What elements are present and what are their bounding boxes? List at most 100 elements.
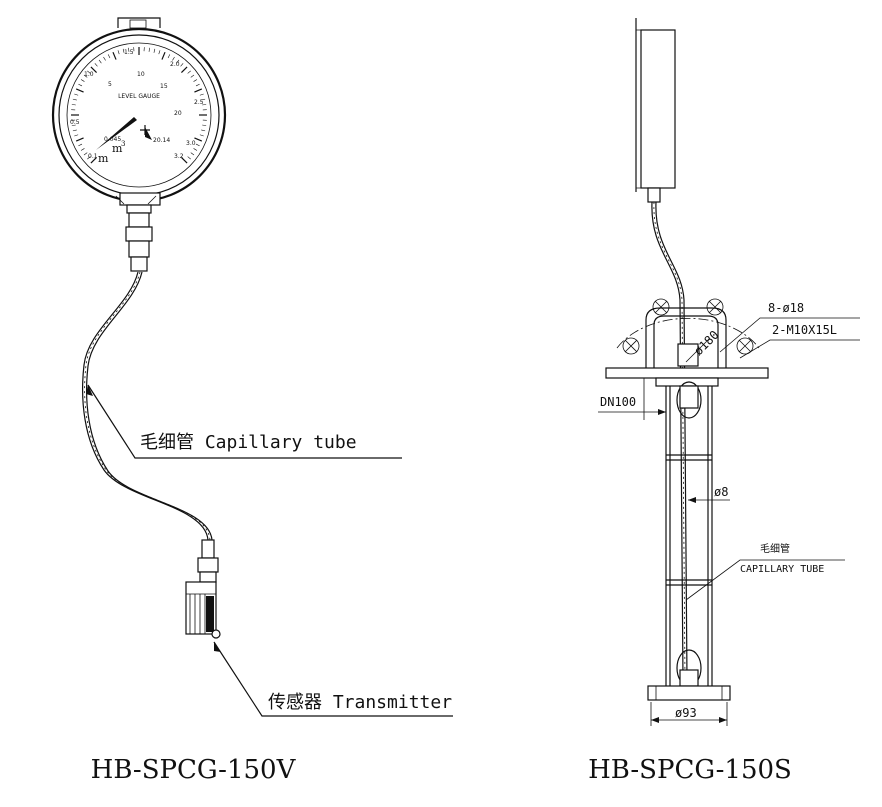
transmitter-leader-arrow xyxy=(214,642,221,652)
scale-tick xyxy=(194,137,203,142)
scale-tick xyxy=(75,88,84,93)
scale-tick xyxy=(181,66,188,73)
model-label-right: HB-SPCG-150S xyxy=(588,755,792,785)
tick-label: 2.0 xyxy=(170,61,180,68)
scale-tick xyxy=(94,63,98,67)
bottom-arrows xyxy=(651,717,727,723)
tick-label: 20 xyxy=(174,110,182,117)
pcd-leader xyxy=(685,337,711,363)
scale-tick xyxy=(201,98,206,101)
gauge-dial xyxy=(66,42,212,188)
gauge-fitting-lower xyxy=(128,240,150,258)
scale-tick xyxy=(80,148,85,151)
gauge-fitting xyxy=(128,212,150,228)
gauge-side-edges xyxy=(636,29,641,189)
scale-tick xyxy=(80,79,85,82)
scale-tick xyxy=(87,156,91,160)
gauge-hanger xyxy=(117,17,161,28)
scale-tick xyxy=(181,157,188,164)
dim-bottom: ø93 xyxy=(675,706,697,720)
gauge-side-view xyxy=(635,18,676,203)
gauge-unit-exponent: 3 xyxy=(121,140,125,148)
gauge-center-mark xyxy=(140,125,150,135)
scale-tick xyxy=(176,59,180,64)
scale-tick xyxy=(112,51,117,60)
scale-tick xyxy=(74,93,79,96)
gauge-bottom-block xyxy=(119,192,161,206)
scale-tick xyxy=(202,104,207,106)
gauge-scale-ticks xyxy=(71,47,207,164)
scale-tick xyxy=(72,129,77,132)
holes-leader xyxy=(719,317,860,353)
gauge-set-pointer xyxy=(145,127,152,140)
bottom-dimension-line xyxy=(650,702,728,726)
tick-label: 10 xyxy=(137,71,145,78)
scale-tick xyxy=(193,79,198,82)
scale-tick xyxy=(187,70,191,74)
gauge-assembly: LEVEL GAUGE 0.1 0.5 1.0 1.5 2.0 2.5 3.0 … xyxy=(51,17,227,272)
flange-plate xyxy=(605,367,769,379)
capillary-cn-label: 毛细管 xyxy=(760,542,790,555)
flange-bracket-inner xyxy=(653,315,719,368)
tick-label: 1.0 xyxy=(84,71,94,78)
bolt-hole xyxy=(706,298,724,316)
scale-tick xyxy=(193,148,198,151)
dim-thread: 2-M10X15L xyxy=(772,323,837,337)
scale-tick xyxy=(90,66,97,73)
scale-tick xyxy=(199,134,204,137)
gauge-title: LEVEL GAUGE xyxy=(118,93,160,100)
scale-tick xyxy=(202,124,207,126)
tick-label: 3.2 xyxy=(174,153,184,160)
transmitter-cable-gland xyxy=(211,629,221,639)
scale-tick xyxy=(78,83,83,87)
scale-tick xyxy=(190,152,195,156)
capillary-label: 毛细管 Capillary tube xyxy=(140,432,357,453)
scale-tick xyxy=(187,156,191,160)
bottom-flange xyxy=(647,685,731,701)
bolt-hole xyxy=(736,337,754,355)
bolt-circle-arc xyxy=(616,317,760,349)
stilling-tube xyxy=(647,381,731,701)
right-dimensions: 8-ø18 2-M10X15L DN100 ø8 ø93 毛细管 CAPILLA… xyxy=(598,301,860,726)
tube-clamp xyxy=(666,454,712,461)
bottom-flange-edges xyxy=(655,686,723,700)
dn-arrow xyxy=(658,409,666,415)
capillary-tube-right xyxy=(651,201,688,681)
gauge-outer-tick-labels: 0.1 0.5 1.0 1.5 2.0 2.5 3.0 3.2 xyxy=(70,49,204,160)
transmitter-hatch xyxy=(206,596,214,632)
scale-tick xyxy=(98,59,102,64)
transmitter xyxy=(185,539,221,639)
scale-tick xyxy=(74,134,79,137)
capillary-leader-line xyxy=(87,384,402,459)
scale-tick xyxy=(72,98,77,101)
tube-lug-top xyxy=(676,381,702,419)
dim-flange: DN100 xyxy=(600,395,636,409)
scale-tick xyxy=(78,143,83,147)
gauge-hanger-slot xyxy=(129,19,147,29)
scale-tick xyxy=(90,157,97,164)
transmitter-nut xyxy=(197,557,219,573)
gauge-inner-tick-labels: 0.045 5 10 15 20 20.14 xyxy=(104,71,182,144)
scale-tick xyxy=(75,137,84,142)
gauge-side-fitting xyxy=(647,187,661,203)
gauge-pointer-unit: m xyxy=(98,152,109,165)
scale-tick xyxy=(195,143,200,147)
tick-label: 5 xyxy=(108,81,112,88)
bolt-hole xyxy=(622,337,640,355)
transmitter-coupling xyxy=(201,539,215,559)
scale-tick xyxy=(122,48,125,53)
tube-walls xyxy=(669,386,709,690)
model-label-left: HB-SPCG-150V xyxy=(91,755,297,785)
scale-tick xyxy=(194,88,203,93)
tick-label: 20.14 xyxy=(153,137,170,144)
transmitter-label: 传感器 Transmitter xyxy=(268,692,452,713)
gauge-side-case xyxy=(640,29,676,189)
tick-label: 0.5 xyxy=(70,119,80,126)
gauge-capillary-socket xyxy=(130,256,148,272)
flange-top: ø180 xyxy=(605,298,769,387)
transmitter-fins xyxy=(186,593,216,634)
thread-leader xyxy=(739,339,860,359)
capillary-tube-left xyxy=(82,271,213,541)
